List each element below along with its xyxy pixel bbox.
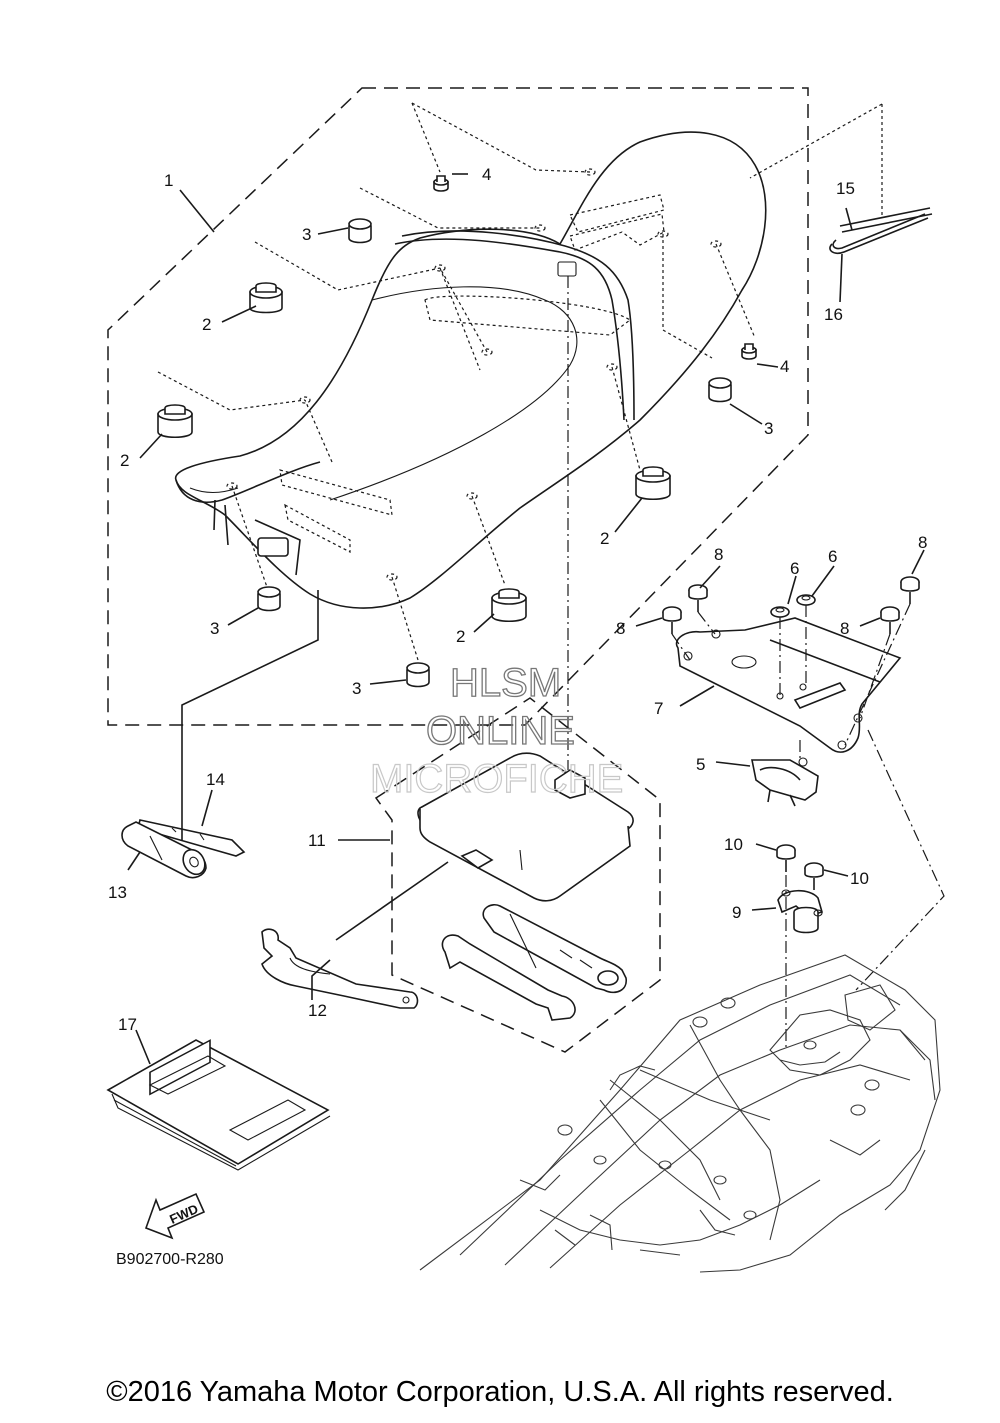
watermark-line3: MICROFICHE — [370, 757, 623, 801]
damper-3-b — [708, 377, 732, 403]
damper-3-a — [348, 218, 372, 244]
damper-2-b — [157, 404, 193, 439]
callout-1: 1 — [164, 171, 173, 190]
callout-3a: 3 — [302, 225, 311, 244]
wrench-tools — [441, 903, 627, 1021]
callout-4a: 4 — [482, 165, 491, 184]
tool-leader — [181, 590, 319, 840]
damper-3-d — [406, 662, 430, 688]
callout-8a: 8 — [714, 545, 723, 564]
callout-17: 17 — [118, 1015, 137, 1034]
tool-bag-11 — [417, 752, 634, 902]
callout-10a: 10 — [724, 835, 743, 854]
callout-2d: 2 — [456, 627, 465, 646]
watermark-line1: HLSM — [450, 661, 561, 705]
callout-13: 13 — [108, 883, 127, 902]
callout-numbers: 1 2 2 2 2 3 3 3 3 4 4 5 6 6 7 8 8 8 8 9 … — [108, 165, 927, 1034]
seat-lock-5 — [751, 757, 819, 807]
callout-2b: 2 — [120, 451, 129, 470]
callout-8b: 8 — [616, 619, 625, 638]
screwdriver-13-14 — [121, 819, 246, 879]
callout-10b: 10 — [850, 869, 869, 888]
callout-4b: 4 — [780, 357, 789, 376]
owners-manual-17 — [106, 1039, 331, 1171]
fwd-arrow: FWD — [144, 1192, 206, 1240]
callout-9: 9 — [732, 903, 741, 922]
callout-8d: 8 — [918, 533, 927, 552]
nut-4-a — [433, 175, 449, 192]
callout-14: 14 — [206, 770, 225, 789]
callout-3b: 3 — [764, 419, 773, 438]
copyright-notice: ©2016 Yamaha Motor Corporation, U.S.A. A… — [106, 1376, 894, 1408]
hex-key-15-16 — [829, 207, 933, 255]
seat-lock-bracket — [675, 617, 902, 753]
callout-6b: 6 — [828, 547, 837, 566]
bolts-8 — [662, 576, 920, 634]
callout-3c: 3 — [210, 619, 219, 638]
damper-3-c — [257, 586, 281, 612]
callout-12: 12 — [308, 1001, 327, 1020]
bracket-leader-lines — [671, 603, 945, 991]
damper-2-c — [635, 466, 671, 501]
callout-2a: 2 — [202, 315, 211, 334]
spanner-12 — [261, 928, 419, 1009]
rear-frame — [419, 954, 941, 1273]
callout-leaders — [127, 173, 925, 1065]
diagram-code: B902700-R280 — [116, 1251, 224, 1268]
callout-15: 15 — [836, 179, 855, 198]
watermark: HLSM ONLINE MICROFICHE — [369, 660, 624, 801]
clamp-9 — [777, 889, 823, 934]
seat-leader-lines — [157, 102, 883, 661]
bolts-10 — [776, 844, 824, 890]
nut-4-b — [741, 343, 757, 360]
callout-2c: 2 — [600, 529, 609, 548]
callout-16: 16 — [824, 305, 843, 324]
callout-8c: 8 — [840, 619, 849, 638]
nuts-6 — [770, 594, 816, 618]
callout-7: 7 — [654, 699, 663, 718]
damper-2-a — [249, 282, 283, 314]
seat-group-outline — [107, 87, 809, 726]
watermark-line2: ONLINE — [426, 709, 575, 753]
callout-11: 11 — [308, 831, 326, 850]
damper-2-d — [491, 588, 527, 623]
callout-5: 5 — [696, 755, 705, 774]
callout-6a: 6 — [790, 559, 799, 578]
toolkit-group-outline — [374, 697, 661, 1053]
callout-3d: 3 — [352, 679, 361, 698]
seat-assembly — [175, 131, 767, 609]
